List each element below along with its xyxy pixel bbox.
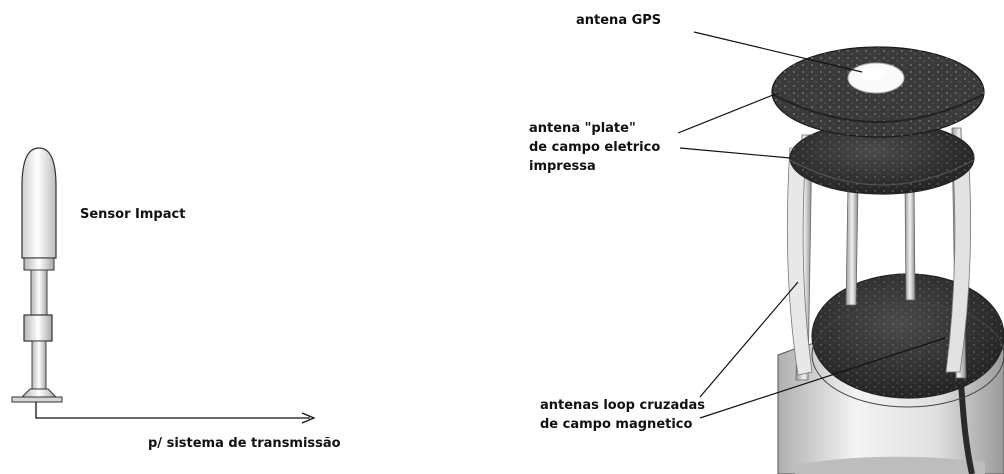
transmission-arrow <box>35 402 316 424</box>
gps-antenna-label: antena GPS <box>576 13 662 28</box>
loop-antenna-label-line1: antenas loop cruzadas <box>540 398 706 413</box>
loop-antenna-label-line2: de campo magnetico <box>540 417 693 432</box>
sensor-dome <box>21 147 57 259</box>
plate-antenna-label-line3: impressa <box>529 159 596 174</box>
loop-antenna-strips <box>786 147 972 376</box>
transmission-label-text: p/ sistema de transmissão <box>148 436 341 451</box>
leader-plate <box>677 92 779 134</box>
plate-antenna-label-line2: de campo eletrico <box>529 140 661 155</box>
top-plate-board <box>771 46 985 138</box>
sensor-impact-device <box>11 147 63 403</box>
leader-lines <box>677 31 946 419</box>
sensor-impact-label: Sensor Impact <box>80 207 186 222</box>
leader-gps <box>693 31 863 73</box>
leader-loop-left <box>699 281 799 398</box>
plate-antenna-label-line1: antena "plate" <box>529 121 636 136</box>
sensor-schematic <box>11 147 316 424</box>
leader-loop-right <box>699 337 946 419</box>
middle-board <box>789 121 975 195</box>
sensor-base-plate <box>11 396 63 403</box>
gps-antenna-dome <box>847 62 905 94</box>
leader-printed <box>679 147 791 159</box>
